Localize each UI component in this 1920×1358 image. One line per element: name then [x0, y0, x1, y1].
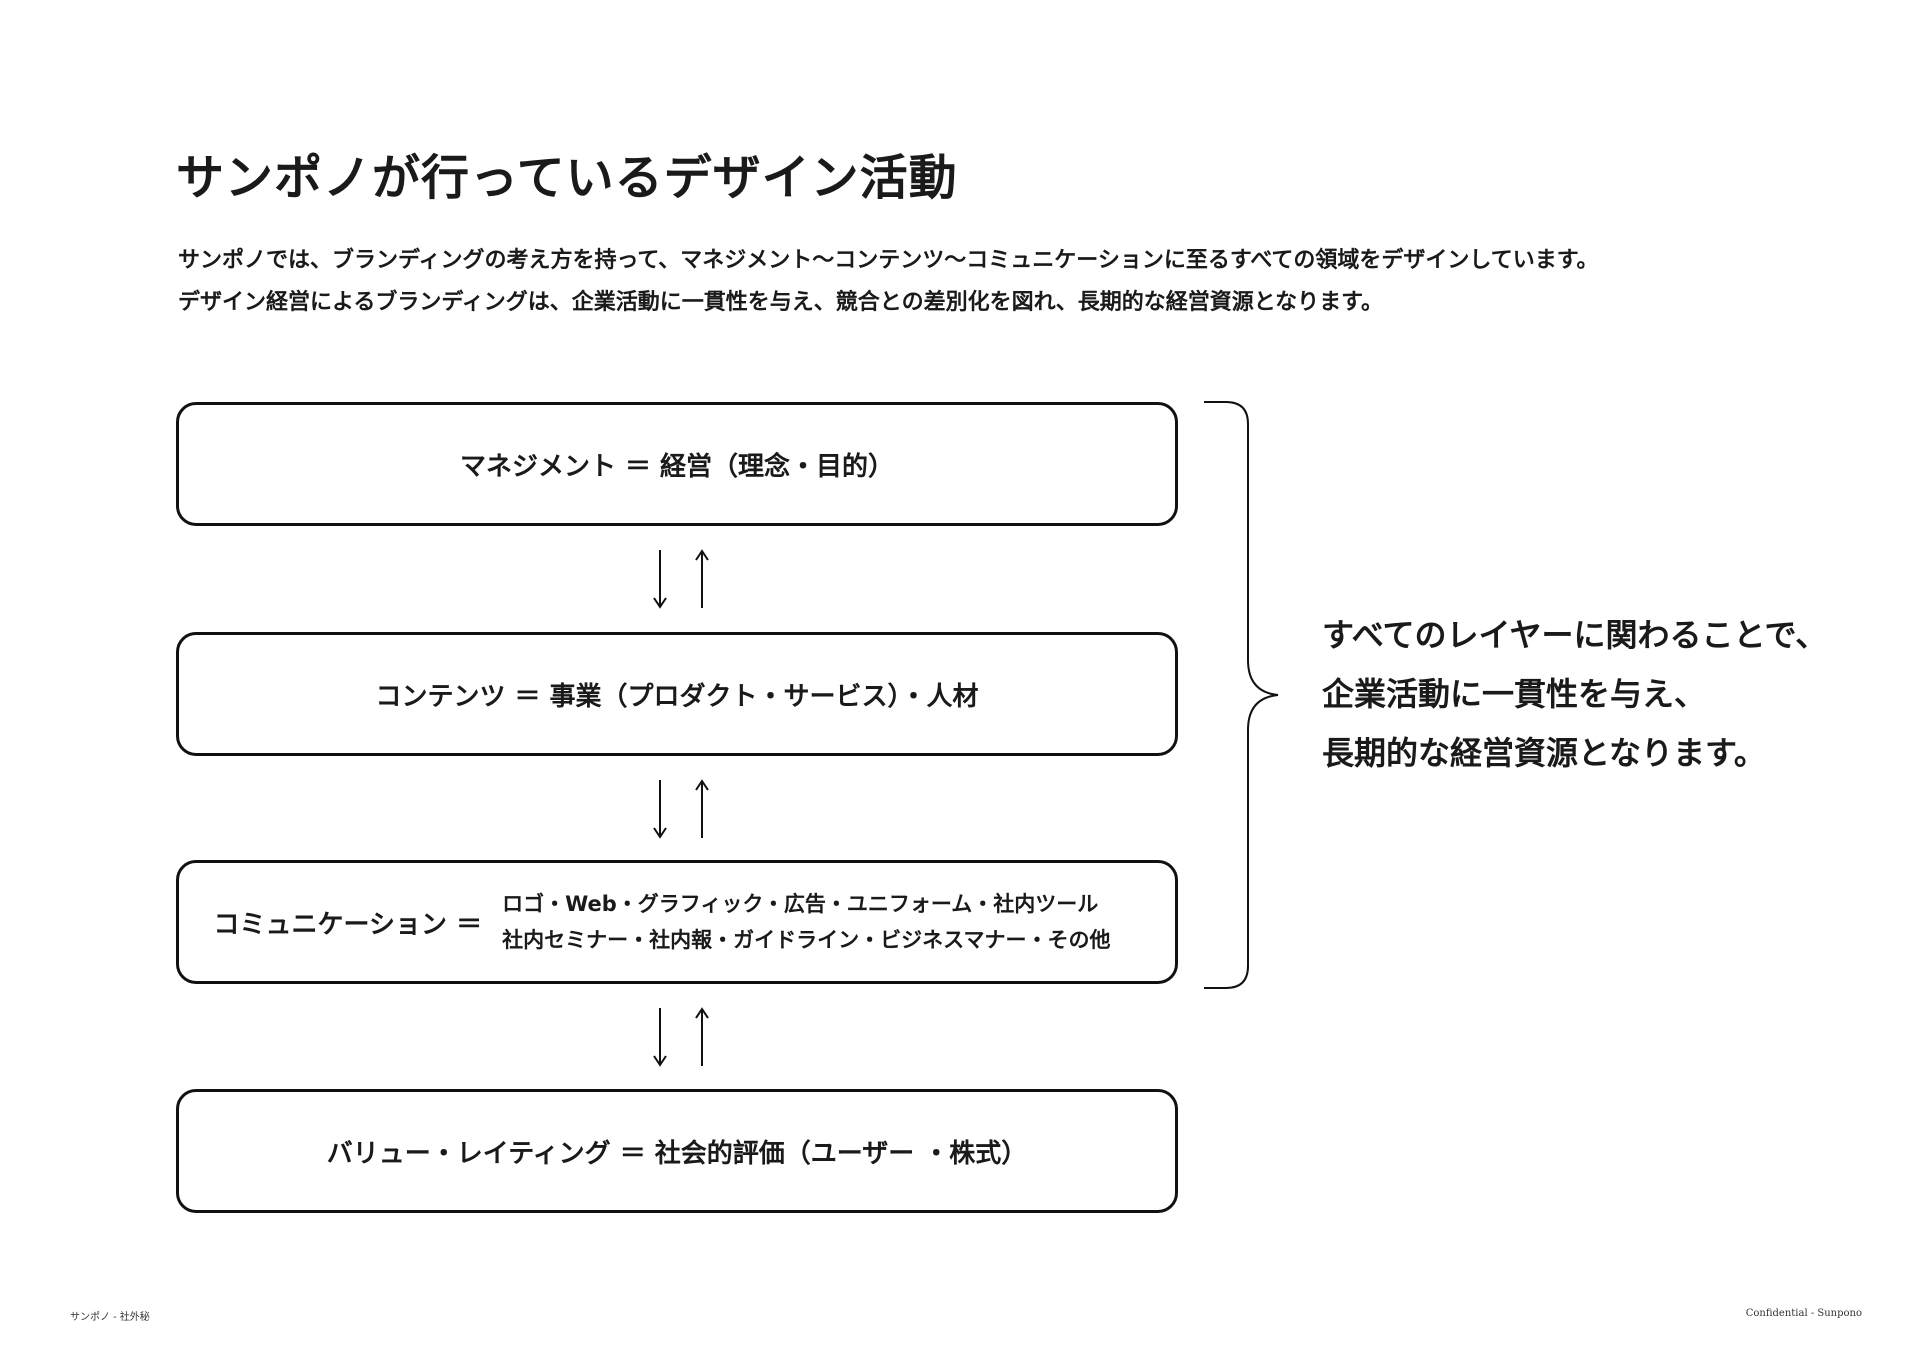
summary-line-2: 企業活動に一貫性を与え、	[1322, 675, 1707, 713]
footer-left-note: サンポノ - 社外秘	[70, 1312, 150, 1323]
management-layer-label: マネジメント ＝ 経営（理念・目的）	[459, 451, 895, 482]
communication-layer-box: コミュニケーション ＝ ロゴ・Web・グラフィック・広告・ユニフォーム・社内ツー…	[176, 860, 1178, 984]
value-rating-layer-box: バリュー・レイティング ＝ 社会的評価（ユーザー ・株式）	[176, 1089, 1178, 1213]
bidirectional-arrows-icon	[653, 779, 709, 839]
intro-line-1: サンポノでは、ブランディングの考え方を持って、マネジメント〜コンテンツ〜コミュニ…	[178, 248, 1599, 273]
bidirectional-arrows-icon	[653, 1007, 709, 1067]
communication-items: ロゴ・Web・グラフィック・広告・ユニフォーム・社内ツール 社内セミナー・社内報…	[502, 886, 1110, 958]
intro-line-2: デザイン経営によるブランディングは、企業活動に一貫性を与え、競合との差別化を図れ…	[178, 290, 1383, 315]
footer-right-note: Confidential - Sunpono	[1745, 1308, 1862, 1319]
page-title: サンポノが行っているデザイン活動	[176, 150, 958, 206]
communication-items-line-1: ロゴ・Web・グラフィック・広告・ユニフォーム・社内ツール	[502, 892, 1099, 916]
communication-layer-label: コミュニケーション ＝	[213, 909, 483, 940]
contents-layer-box: コンテンツ ＝ 事業（プロダクト・サービス）・人材	[176, 632, 1178, 756]
management-layer-box: マネジメント ＝ 経営（理念・目的）	[176, 402, 1178, 526]
bidirectional-arrows-icon	[653, 549, 709, 609]
summary-line-3: 長期的な経営資源となります。	[1322, 734, 1766, 772]
contents-layer-label: コンテンツ ＝ 事業（プロダクト・サービス）・人材	[375, 681, 979, 712]
communication-items-line-2: 社内セミナー・社内報・ガイドライン・ビジネスマナー・その他	[502, 928, 1111, 952]
right-curly-brace-icon	[1204, 401, 1279, 989]
summary-text: すべてのレイヤーに関わることで、 企業活動に一貫性を与え、 長期的な経営資源とな…	[1322, 606, 1827, 783]
summary-line-1: すべてのレイヤーに関わることで、	[1322, 616, 1828, 654]
value-rating-layer-label: バリュー・レイティング ＝ 社会的評価（ユーザー ・株式）	[326, 1138, 1028, 1169]
intro-text: サンポノでは、ブランディングの考え方を持って、マネジメント〜コンテンツ〜コミュニ…	[178, 240, 1599, 324]
